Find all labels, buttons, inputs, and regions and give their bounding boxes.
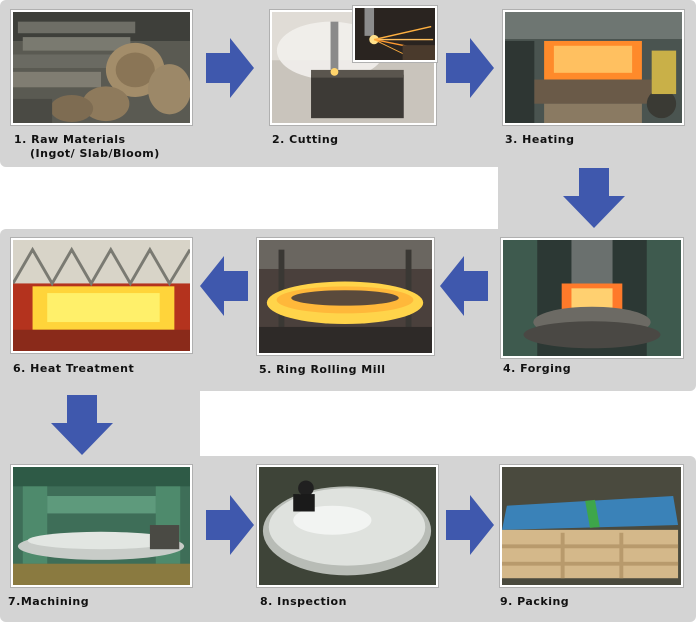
arrow-right-icon [446,495,494,555]
packing-photo [500,465,683,587]
heat-treatment-photo [11,238,192,353]
arrow-right-icon [206,38,254,98]
step-5-label: 5. Ring Rolling Mill [259,363,386,376]
forging-photo [501,238,683,358]
raw-materials-photo [11,10,192,125]
step-1-label: 1. Raw Materials [14,133,126,146]
step-4-label: 4. Forging [503,362,572,375]
step-1-sublabel: (Ingot/ Slab/Bloom) [30,147,160,160]
arrow-down-icon [563,168,625,228]
step-9-label: 9. Packing [500,595,570,608]
arrow-left-icon [200,256,248,316]
heating-photo [503,10,684,125]
arrow-left-icon [440,256,488,316]
machining-photo [11,465,192,587]
inspection-photo [257,465,438,587]
step-3-label: 3. Heating [505,133,575,146]
step-7-label: 7.Machining [8,595,90,608]
arrow-right-icon [206,495,254,555]
step-2-label: 2. Cutting [272,133,339,146]
arrow-right-icon [446,38,494,98]
step-8-label: 8. Inspection [260,595,347,608]
arrow-down-icon [51,395,113,455]
ring-rolling-mill-photo [257,238,434,355]
cutting-inset-photo [353,6,437,62]
step-6-label: 6. Heat Treatment [13,362,135,375]
